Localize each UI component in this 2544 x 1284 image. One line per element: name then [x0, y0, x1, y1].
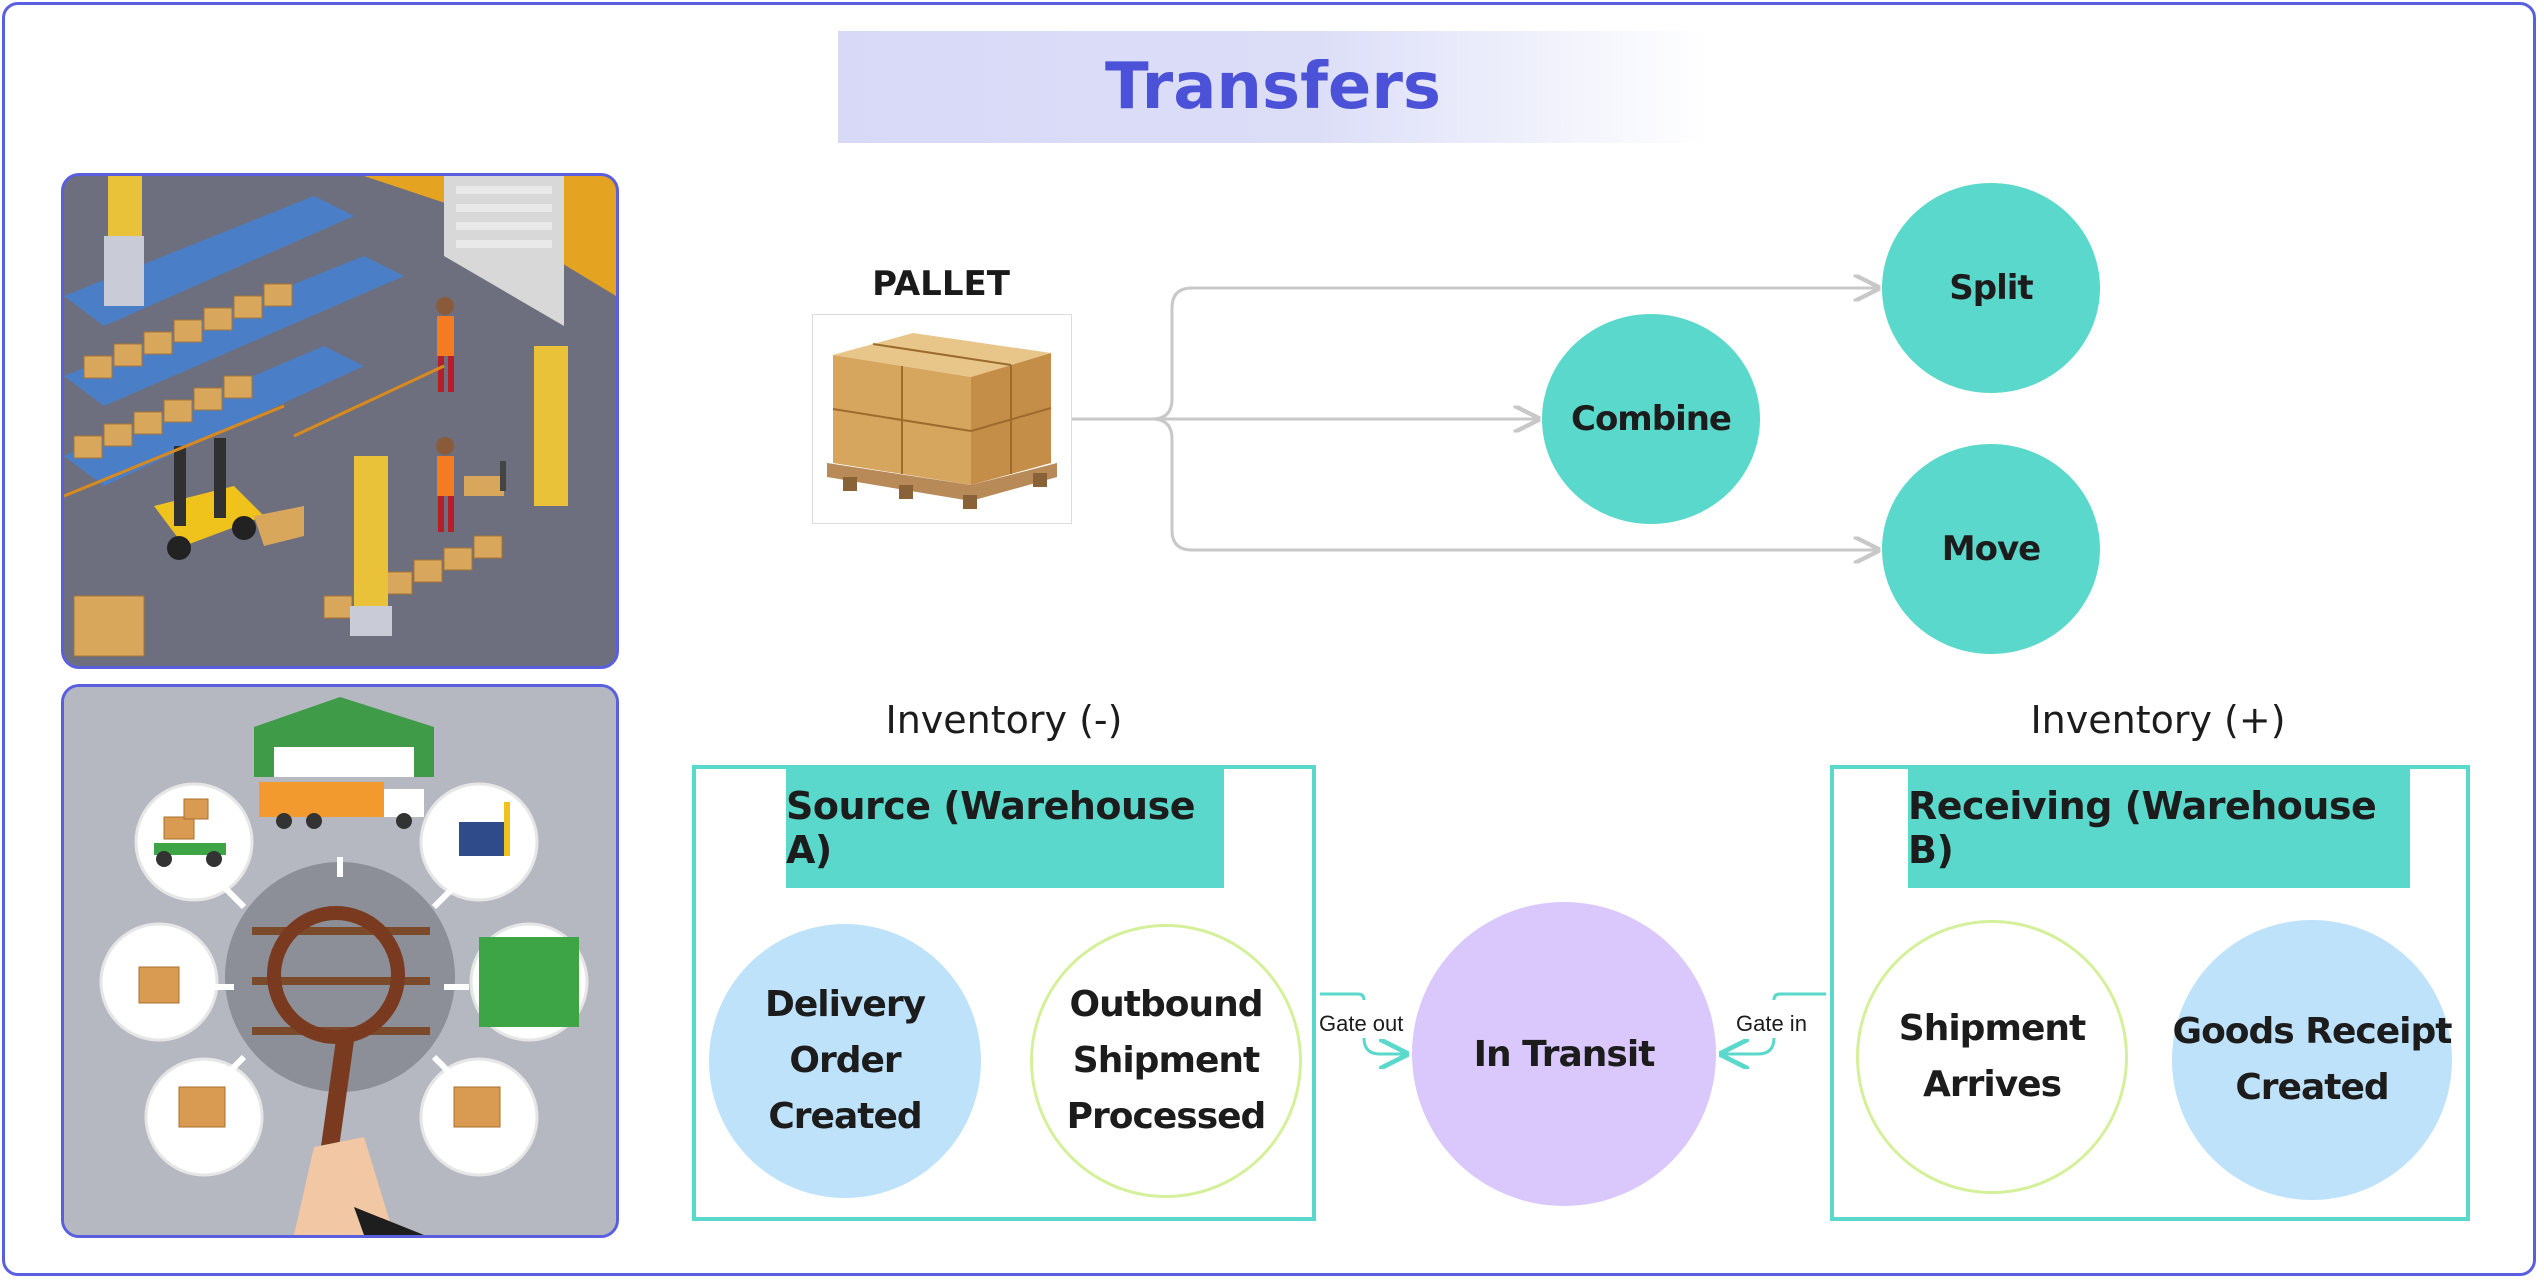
gate-in-bracket: [1772, 992, 1826, 1001]
pallet-label: PALLET: [872, 264, 1010, 304]
logistics-illustration: [61, 684, 619, 1238]
inventory-minus-label: Inventory (-): [885, 698, 1123, 742]
connector-to-move: [1151, 417, 1878, 550]
outbound-shipment-node: Outbound Shipment Processed: [1030, 924, 1302, 1198]
connector-to-split: [1151, 288, 1878, 421]
gate-out-arrow: [1362, 1037, 1406, 1054]
title-band: [838, 31, 1708, 143]
receiving-header: Receiving (Warehouse B): [1908, 768, 2410, 888]
source-header: Source (Warehouse A): [786, 768, 1224, 888]
page-title: Transfers: [1105, 50, 1441, 124]
combine-node: Combine: [1542, 314, 1760, 524]
gate-in-arrow: [1722, 1037, 1776, 1054]
gate-out-bracket: [1320, 992, 1366, 1001]
move-node: Move: [1882, 444, 2100, 654]
goods-receipt-node: Goods Receipt Created: [2172, 920, 2452, 1200]
delivery-order-node: Delivery Order Created: [709, 924, 981, 1198]
in-transit-node: In Transit: [1412, 902, 1716, 1206]
warehouse-illustration: [61, 173, 619, 669]
split-node: Split: [1882, 183, 2100, 393]
gate-in-label: Gate in: [1736, 1011, 1807, 1036]
shipment-arrives-node: Shipment Arrives: [1856, 920, 2128, 1194]
gate-out-label: Gate out: [1319, 1011, 1404, 1036]
pallet-image: [812, 314, 1072, 524]
inventory-plus-label: Inventory (+): [2030, 698, 2286, 742]
